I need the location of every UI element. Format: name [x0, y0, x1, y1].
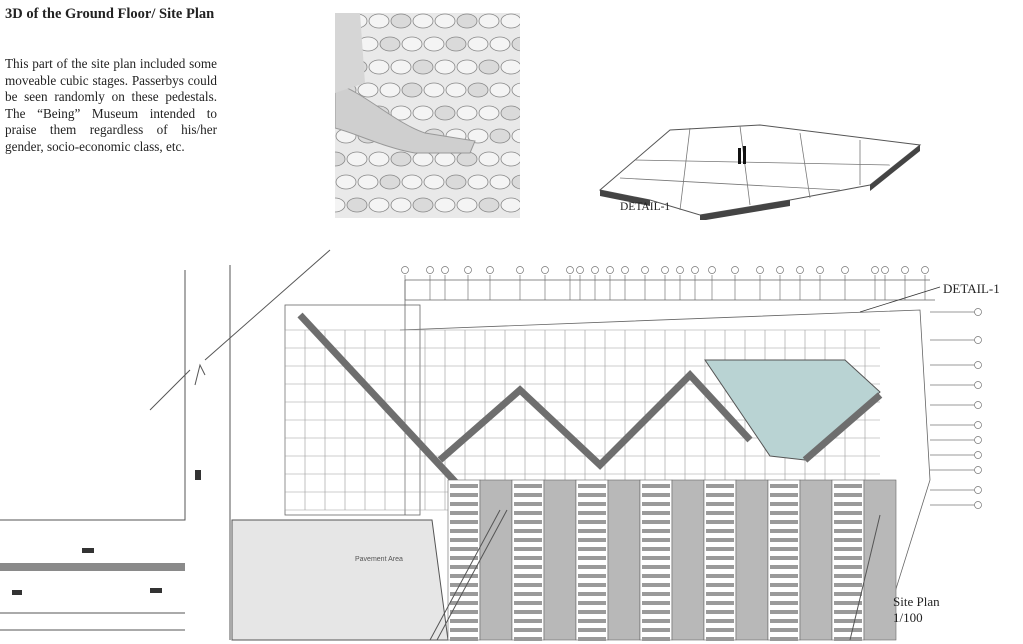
detail-caption: DETAIL-1 [620, 201, 671, 213]
section-paragraph: This part of the site plan included some… [5, 56, 217, 154]
photo-hand-on-pedestals [335, 13, 520, 218]
plan-detail-label: DETAIL-1 [943, 281, 1000, 296]
site-plan-title: Site Plan [893, 594, 940, 609]
detail-1-3d-drawing [598, 124, 922, 220]
section-heading: 3D of the Ground Floor/ Site Plan [5, 6, 215, 22]
pavement-area-label: Pavement Area [355, 556, 403, 563]
site-plan-drawing [0, 249, 982, 641]
site-plan-scale: 1/100 [893, 610, 923, 625]
